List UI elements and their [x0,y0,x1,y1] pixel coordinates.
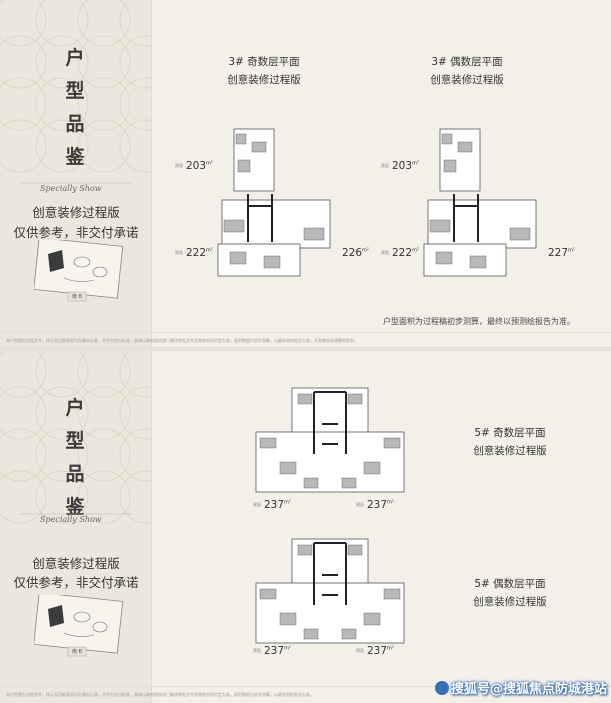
area-unit: m² [412,160,419,167]
floorplan-panel-building-3: 户 型 品 鉴 Specially Show 创意装修过程版 仅供参考，非交付承… [0,0,611,349]
area-value: 203 [392,160,413,172]
area-value: 237 [264,645,285,657]
note-not-delivery-standard: 仅供参考，非交付承诺 [13,225,139,240]
signature: Specially Show [40,184,102,193]
plan-title-line2: 创意装修过程版 [227,74,301,86]
divider-ornament [20,182,132,184]
area-value: 227 [548,247,569,259]
title-char: 鉴 [65,496,85,518]
plan-title-line1: 5# 奇数层平面 [474,427,546,439]
area-value: 222 [392,247,413,259]
panel-separator [0,347,611,352]
area-unit: m² [284,645,291,652]
area-tag: 建面 [175,250,183,255]
card-label: 南 B [72,294,83,300]
sidebar-decor: 户 型 品 鉴 Specially Show 创意装修过程版 仅供参考，非交付承… [0,0,152,349]
floor-plan-5-even [255,538,405,644]
title-char: 品 [65,113,85,135]
area-unit: m² [284,499,291,506]
title-char: 型 [65,430,85,452]
plan-title-5-odd: 5# 奇数层平面 创意装修过程版 [440,424,580,460]
title-char: 型 [65,80,85,102]
area-unit: m² [387,499,394,506]
plan-title-line2: 创意装修过程版 [473,596,547,608]
title-char: 户 [65,397,85,419]
area-tag: 建面 [381,250,389,255]
floor-plan-3-odd [217,128,331,277]
area-label-unit-right: 226m² [342,247,369,259]
paw-icon [434,681,449,695]
plan-title-line2: 创意装修过程版 [473,445,547,457]
area-value: 222 [186,247,207,259]
plan-title-3-even: 3# 偶数层平面 创意装修过程版 [397,53,537,89]
divider-ornament [20,513,132,515]
title-char: 鉴 [65,146,85,168]
plan-title-line2: 创意装修过程版 [430,74,504,86]
note-process-version: 创意装修过程版 [32,205,120,220]
sidebar-decor: 户 型 品 鉴 Specially Show 创意装修过程版 仅供参考，非交付承… [0,351,152,703]
note-not-delivery-standard: 仅供参考，非交付承诺 [13,575,139,590]
plan-title-line1: 5# 偶数层平面 [474,578,546,590]
site-map-card: 南 B [33,237,124,302]
card-label: 南 B [72,649,83,655]
area-unit: m² [387,645,394,652]
area-value: 226 [342,247,363,259]
plan-title-line1: 3# 奇数层平面 [228,56,300,68]
area-label-unit-right: 227m² [548,247,575,259]
area-value: 237 [264,499,285,511]
title-char: 品 [65,463,85,485]
area-unit: m² [206,247,213,254]
watermark-text: 搜狐号@搜狐焦点防城港站 [450,682,607,697]
footnote: 本户型图为过程文件，样示及功能表现均为意向示意，不作为交付标准，具体以政府相关部… [0,686,611,703]
area-tag: 建面 [253,648,261,653]
area-unit: m² [362,247,369,254]
plan-title-line1: 3# 偶数层平面 [431,56,503,68]
area-tag: 建面 [175,163,183,168]
area-unit: m² [568,247,575,254]
area-tag: 建面 [356,648,364,653]
area-unit: m² [412,247,419,254]
area-value: 237 [367,645,388,657]
area-tag: 建面 [356,502,364,507]
area-disclaimer: 户型面积为过程稿初步测算，最终以预测绘报告为准。 [383,317,575,326]
plan-title-3-odd: 3# 奇数层平面 创意装修过程版 [194,53,334,89]
site-map-card: 南 B [33,592,124,657]
signature: Specially Show [40,515,102,524]
area-value: 237 [367,499,388,511]
sidebar-pattern [0,0,152,349]
watermark: 搜狐号@搜狐焦点防城港站 [433,678,607,697]
area-tag: 建面 [381,163,389,168]
floor-plan-3-even [423,128,537,277]
vertical-title: 户 型 品 鉴 [60,392,90,524]
area-value: 203 [186,160,207,172]
area-tag: 建面 [253,502,261,507]
footnote: 本户型图为过程文件，样示及功能表现均为意向示意，不作为交付标准，具体以政府相关部… [0,332,611,349]
vertical-title: 户 型 品 鉴 [60,42,90,174]
sidebar-pattern [0,351,152,703]
title-char: 户 [65,47,85,69]
floorplan-panel-building-5: 户 型 品 鉴 Specially Show 创意装修过程版 仅供参考，非交付承… [0,351,611,703]
note-process-version: 创意装修过程版 [32,556,120,571]
plan-title-5-even: 5# 偶数层平面 创意装修过程版 [440,575,580,611]
floor-plan-5-odd [255,387,405,493]
area-unit: m² [206,160,213,167]
